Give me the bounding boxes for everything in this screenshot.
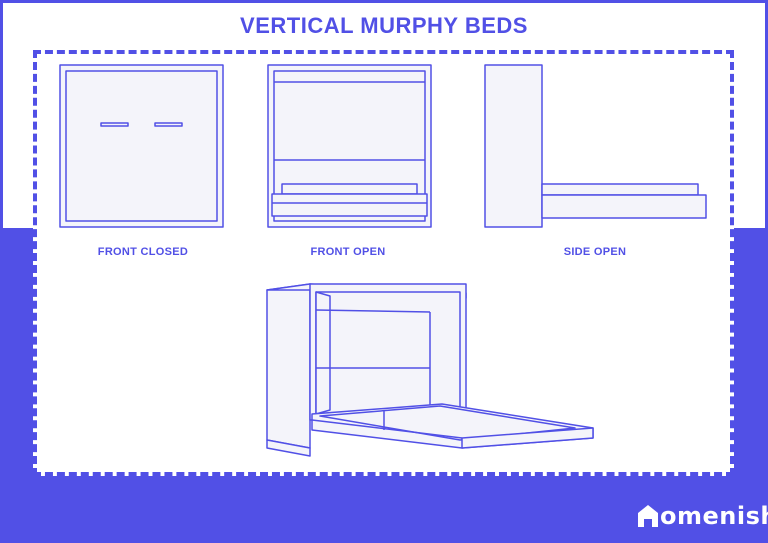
label-side-open: SIDE OPEN xyxy=(563,246,627,258)
diagram-title: VERTICAL MURPHY BEDS xyxy=(240,13,528,38)
perspective-drawing xyxy=(266,283,594,457)
brand-logo: omenish xyxy=(637,502,768,530)
brand-text: omenish xyxy=(660,502,768,530)
house-logo-icon xyxy=(637,504,659,528)
label-front-open: FRONT OPEN xyxy=(310,246,386,258)
front-closed-drawing xyxy=(59,64,224,228)
front-open-drawing xyxy=(267,64,432,228)
side-open-drawing xyxy=(484,64,707,228)
label-front-closed: FRONT CLOSED xyxy=(97,246,189,258)
